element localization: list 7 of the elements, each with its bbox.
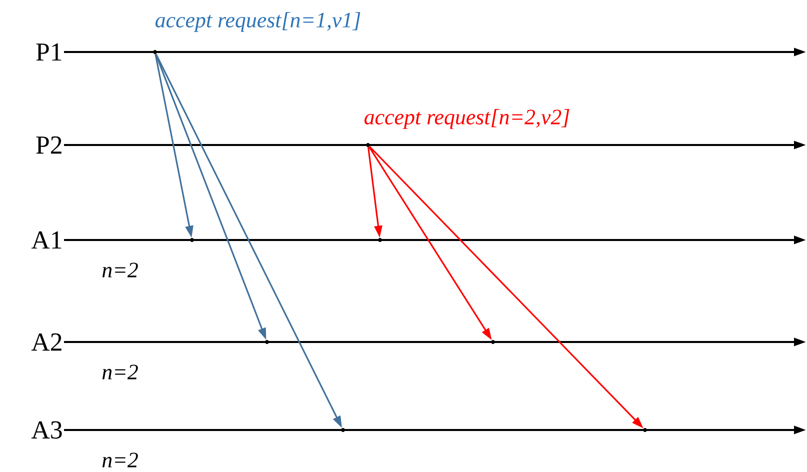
lifeline-label: A3 n=2 [31,421,138,468]
message-label: accept request[n=1,v1] [156,12,360,32]
lifeline-label: A2 n=2 [31,333,138,380]
lifeline-label: A1 n=2 [31,231,138,278]
lifeline-label: P2 [36,136,62,154]
lifeline-label: P1 [36,43,62,61]
message-label: accept request[n=2,v2] [364,109,570,129]
